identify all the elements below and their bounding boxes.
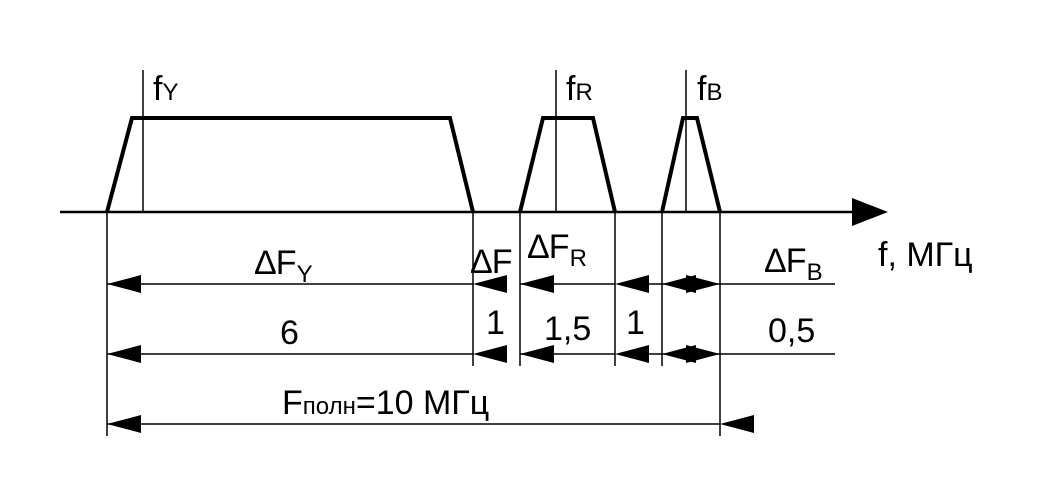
value-gap1: 1 xyxy=(486,304,505,342)
value-b-band: 0,5 xyxy=(768,312,815,350)
axis-label: f, МГц xyxy=(878,236,973,274)
axis-arrowhead xyxy=(852,198,888,226)
y-spectrum xyxy=(105,116,475,213)
label-dF: ∆F xyxy=(471,243,513,281)
value-gap2: 1 xyxy=(626,304,645,342)
label-dFR: ∆FR xyxy=(528,228,587,272)
y-carrier-label: fY xyxy=(153,70,178,108)
label-total: Fполн=10 МГц xyxy=(282,384,489,422)
label-dFY: ∆FY xyxy=(255,244,313,288)
b-spectrum xyxy=(660,116,722,213)
value-y-band: 6 xyxy=(280,314,299,352)
label-dFB: ∆FB xyxy=(765,242,823,286)
r-spectrum xyxy=(518,116,617,213)
r-carrier-label: fR xyxy=(566,70,593,108)
value-r-band: 1,5 xyxy=(544,310,591,348)
b-carrier-label: fB xyxy=(697,70,722,108)
